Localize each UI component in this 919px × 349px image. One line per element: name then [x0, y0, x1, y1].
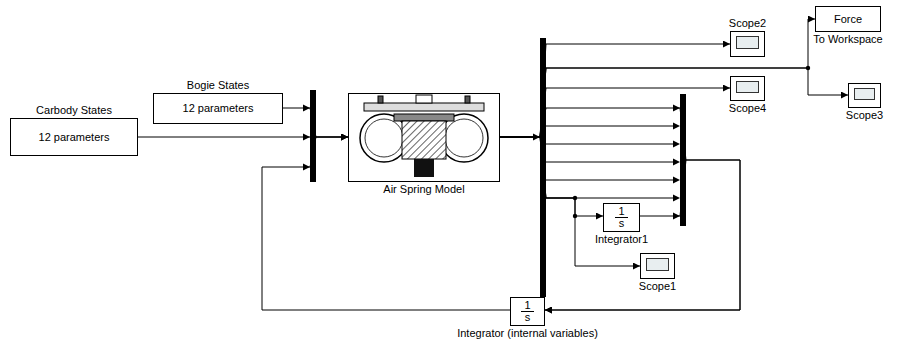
- arrowhead: [673, 105, 680, 112]
- arrowhead: [673, 177, 680, 184]
- branch-point: [806, 66, 810, 70]
- signal-line: [500, 19, 815, 137]
- signal-line: [262, 137, 510, 310]
- block-content: [641, 254, 674, 278]
- demux-bar: [540, 38, 546, 297]
- numerator: 1: [521, 300, 533, 312]
- signal-line: [500, 108, 740, 310]
- scope-block: Scope3: [848, 83, 881, 108]
- air-spring-illustration: [360, 95, 488, 177]
- denominator: s: [525, 312, 531, 323]
- subsystem-block: Air Spring Model: [348, 93, 500, 182]
- block-label: Scope4: [729, 102, 766, 115]
- signal-line: [500, 44, 730, 137]
- block-content: Force: [816, 7, 880, 31]
- arrowhead: [673, 213, 680, 220]
- arrowhead: [673, 141, 680, 148]
- junction-dots: [573, 66, 810, 218]
- scope-screen: [736, 81, 759, 93]
- block-label: Bogie States: [187, 79, 249, 92]
- block-content: [849, 84, 880, 107]
- block-text: 12 parameters: [183, 102, 254, 115]
- branch-point: [573, 196, 577, 200]
- block-label: Carbody States: [36, 104, 112, 117]
- signal-line: [500, 68, 848, 137]
- integrator-block: 1sIntegrator (internal variables): [510, 297, 545, 326]
- transfer-fraction: 1s: [615, 206, 627, 229]
- arrowhead: [533, 134, 540, 141]
- signal-wires: [546, 126, 675, 198]
- arrowhead: [303, 105, 310, 112]
- block-label: Integrator1: [595, 233, 648, 246]
- block-content: 12 parameters: [11, 119, 137, 155]
- block-label: Scope2: [729, 17, 766, 30]
- signal-line: [500, 137, 603, 216]
- scope-block: Scope1: [640, 253, 675, 279]
- arrowhead: [673, 195, 680, 202]
- integrator-block: 1sIntegrator1: [603, 203, 640, 232]
- block-label: To Workspace: [813, 33, 883, 46]
- branch-point: [573, 214, 577, 218]
- source-block: 12 parametersCarbody States: [10, 118, 138, 156]
- denominator: s: [619, 218, 625, 229]
- scope-screen: [646, 258, 669, 271]
- block-label: Air Spring Model: [383, 183, 464, 196]
- mux-bar: [310, 90, 316, 182]
- block-text: Force: [834, 13, 862, 26]
- transfer-fraction: 1s: [521, 300, 533, 323]
- source-block: 12 parametersBogie States: [153, 93, 283, 124]
- block-content: [349, 94, 499, 181]
- scope-screen: [854, 88, 875, 100]
- block-label: Integrator (internal variables): [457, 327, 598, 340]
- scope-block: Scope4: [730, 76, 765, 101]
- signal-line: [545, 160, 740, 310]
- arrowhead: [673, 123, 680, 130]
- block-content: [731, 32, 764, 56]
- block-content: 1s: [511, 298, 544, 325]
- arrowhead: [303, 134, 310, 141]
- block-content: 1s: [604, 204, 639, 231]
- block-label: Scope1: [639, 280, 676, 293]
- to-workspace-block: ForceTo Workspace: [815, 6, 881, 32]
- scope-block: Scope2: [730, 31, 765, 57]
- block-label: Scope3: [846, 109, 883, 122]
- scope-screen: [736, 36, 759, 49]
- mux-bar: [680, 94, 686, 226]
- arrowhead: [303, 164, 310, 171]
- arrowhead: [673, 159, 680, 166]
- block-content: [731, 77, 764, 100]
- numerator: 1: [615, 206, 627, 218]
- block-content: 12 parameters: [154, 94, 282, 123]
- signal-line: [500, 88, 730, 137]
- block-text: 12 parameters: [39, 131, 110, 144]
- signal-line: [500, 137, 640, 266]
